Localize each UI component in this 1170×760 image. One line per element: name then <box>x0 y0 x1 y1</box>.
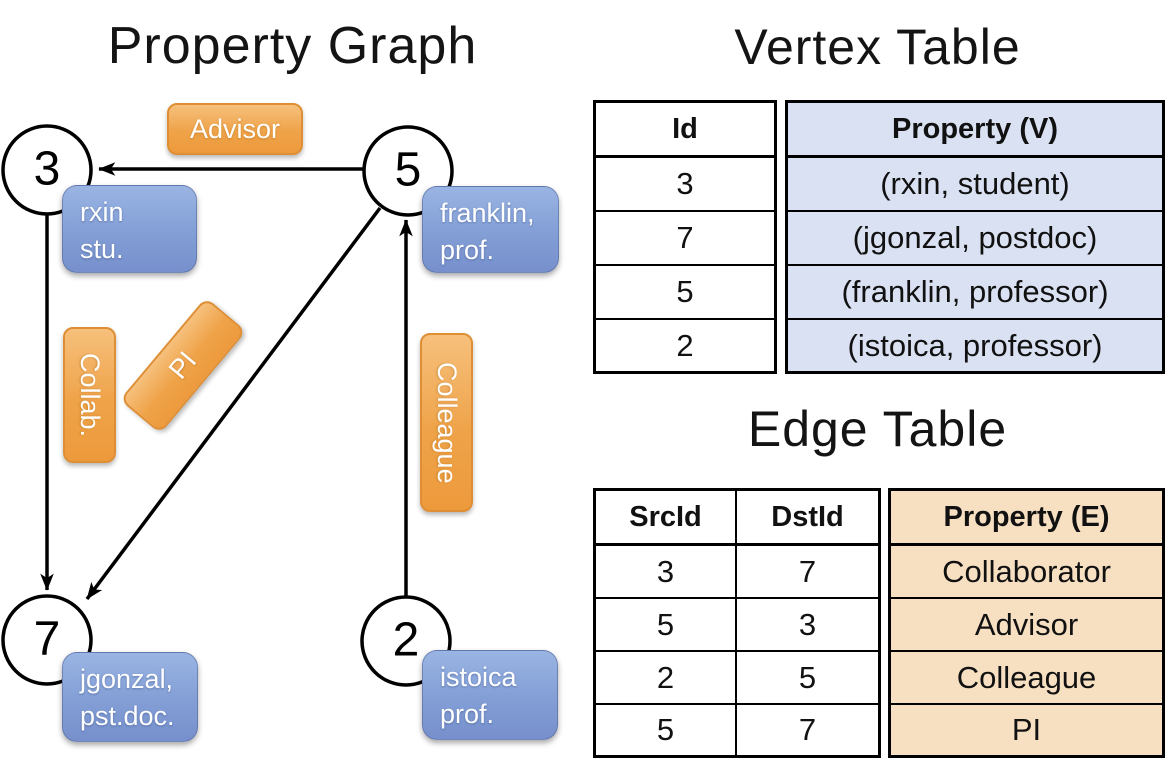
edge-table-property-column: Property (E) Collaborator Advisor Collea… <box>888 488 1165 758</box>
vertex-label-3-line2: stu. <box>80 234 124 264</box>
edge-table-dstid-cell: 7 <box>798 712 817 747</box>
edge-table-dstid-column: DstId 7 3 5 7 <box>737 491 878 755</box>
vertex-label-3: rxin stu. <box>62 185 197 273</box>
edge-table-srcid-cell: 5 <box>656 712 675 747</box>
vertex-label-3-line1: rxin <box>80 197 124 227</box>
edge-table-property-header: Property (E) <box>891 491 1162 546</box>
edge-table-property-cell: Advisor <box>891 599 1162 652</box>
vertex-table-property-column: Property (V) (rxin, student) (jgonzal, p… <box>785 100 1165 374</box>
node-id-3: 3 <box>33 142 61 196</box>
edge-table-title: Edge Table <box>747 401 1008 457</box>
edge-table-dstid-cell: 5 <box>737 652 878 705</box>
edge-label-colleague: Colleague <box>420 333 473 512</box>
vertex-label-5-line1: franklin, <box>440 198 535 228</box>
vertex-table-id-cell: 5 <box>596 266 774 320</box>
edge-table-srcid-header: SrcId <box>596 491 735 546</box>
edge-table-property-cell: PI <box>1011 712 1042 747</box>
edge-table-srcid-column: SrcId 3 5 2 5 <box>596 491 737 755</box>
vertex-table-title: Vertex Table <box>734 19 1021 75</box>
vertex-label-2: istoica prof. <box>422 650 558 740</box>
edge-label-collab-text: Collab. <box>75 352 105 438</box>
edge-label-advisor: Advisor <box>167 103 303 155</box>
vertex-label-2-line1: istoica <box>440 662 517 692</box>
edge-table-property-cell: Colleague <box>891 652 1162 705</box>
vertex-table-property-cell: (jgonzal, postdoc) <box>788 212 1162 266</box>
vertex-label-7: jgonzal, pst.doc. <box>62 652 198 742</box>
edge-label-collab: Collab. <box>63 327 116 463</box>
edge-table-dstid-cell: 3 <box>737 599 878 652</box>
vertex-table-id-cell: 7 <box>596 212 774 266</box>
edge-table-srcid-cell: 5 <box>596 599 735 652</box>
vertex-table-id-header: Id <box>596 103 774 158</box>
vertex-label-7-line2: pst.doc. <box>80 701 175 731</box>
edge-label-pi-text: PI <box>162 345 203 385</box>
edge-5-to-7 <box>85 206 382 601</box>
node-id-2: 2 <box>392 613 420 667</box>
vertex-label-7-line1: jgonzal, <box>80 664 174 694</box>
edge-label-colleague-text: Colleague <box>432 361 462 484</box>
vertex-label-5: franklin, prof. <box>422 186 559 273</box>
vertex-table-id-column: Id 3 7 5 2 <box>593 100 777 374</box>
vertex-table-property-cell: (franklin, professor) <box>788 266 1162 320</box>
vertex-table-id-cell: 2 <box>676 327 694 363</box>
vertex-table-property-cell: (istoica, professor) <box>847 327 1103 363</box>
vertex-label-2-line2: prof. <box>440 699 495 729</box>
property-graph-title: Property Graph <box>107 17 478 75</box>
node-id-5: 5 <box>394 143 422 197</box>
edge-table-id-columns: SrcId 3 5 2 5 DstId 7 3 5 7 <box>593 488 881 758</box>
vertex-label-5-line2: prof. <box>440 235 495 265</box>
vertex-table-property-header: Property (V) <box>788 103 1162 158</box>
edge-table-srcid-cell: 2 <box>596 652 735 705</box>
edge-label-advisor-text: Advisor <box>189 113 281 144</box>
vertex-table-id-cell: 3 <box>596 158 774 212</box>
edge-table-srcid-cell: 3 <box>596 546 735 599</box>
node-id-7: 7 <box>33 612 61 666</box>
edge-table-dstid-header: DstId <box>737 491 878 546</box>
vertex-table-property-cell: (rxin, student) <box>788 158 1162 212</box>
edge-table-dstid-cell: 7 <box>737 546 878 599</box>
edge-table-property-cell: Collaborator <box>891 546 1162 599</box>
